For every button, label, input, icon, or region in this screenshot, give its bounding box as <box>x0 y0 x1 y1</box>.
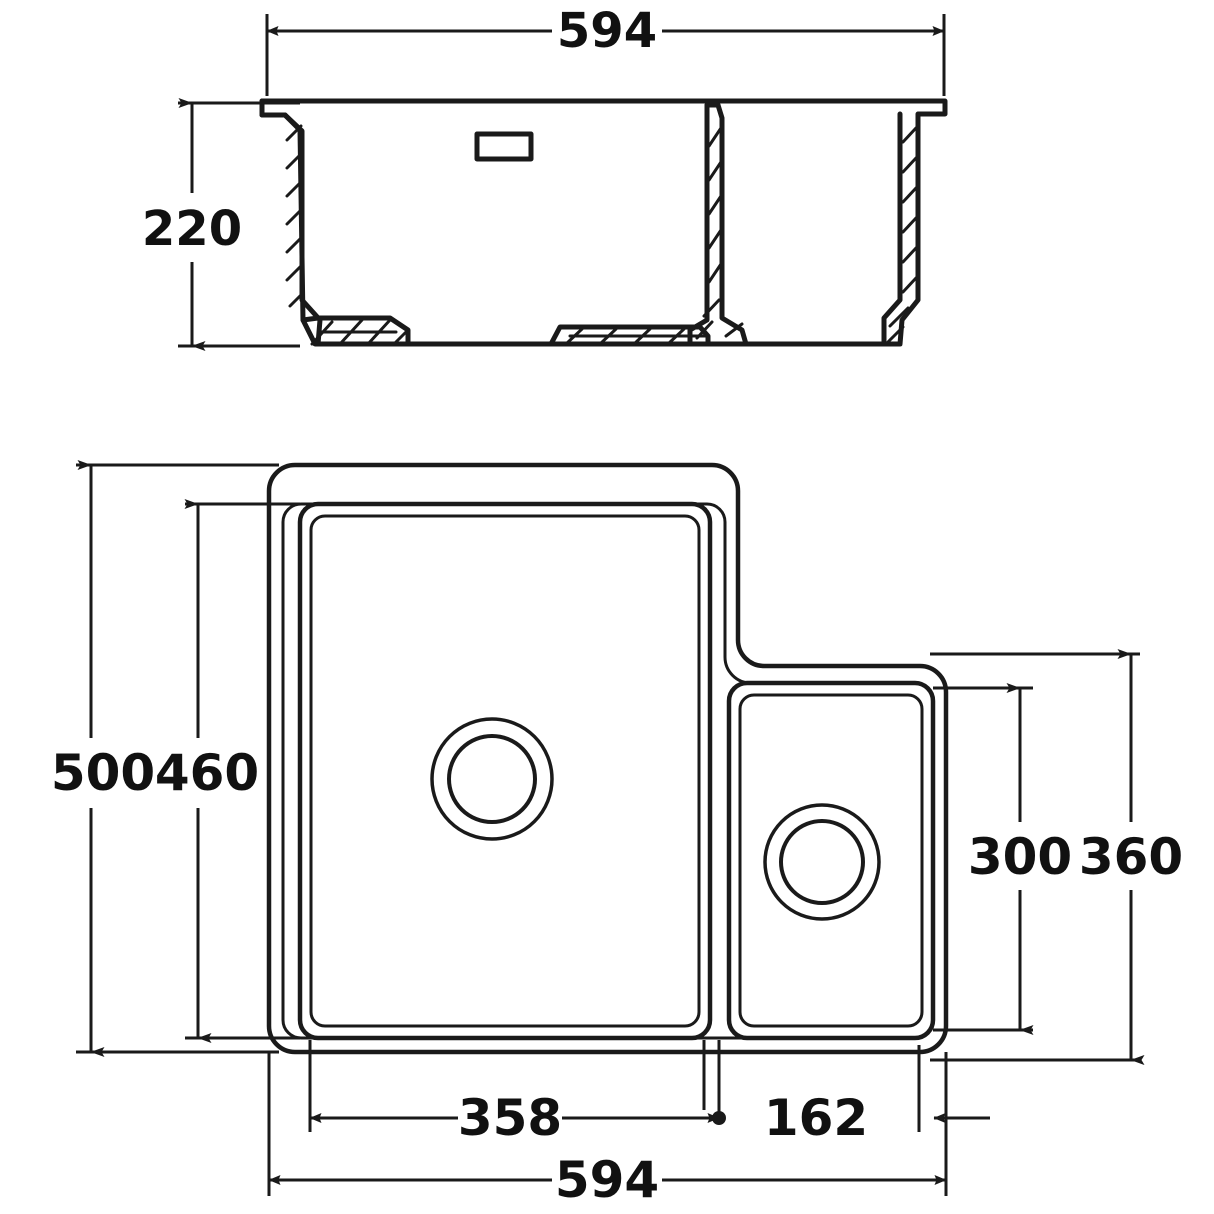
dim-label-plan-overall-width: 594 <box>555 1151 659 1209</box>
dim-plan-small-bowl-height <box>933 683 1034 1035</box>
section-left-wall-inner <box>282 112 323 347</box>
section-hatch-base-center <box>564 327 708 346</box>
dim-plan-small-outer-height <box>930 649 1145 1065</box>
section-hatch-base-left <box>310 318 408 346</box>
dim-label-plan-overall-height: 500 <box>51 744 155 802</box>
section-hatch-divider <box>695 126 744 340</box>
dim-label-section-height: 220 <box>142 201 242 257</box>
plan-small-bowl-outer <box>726 680 936 1041</box>
dim-label-section-width: 594 <box>557 3 657 59</box>
dim-plan-large-bowl-width <box>308 1040 726 1132</box>
plan-large-bowl-outer <box>297 501 713 1041</box>
dim-label-plan-large-bowl-width: 358 <box>458 1089 562 1147</box>
section-hatch-left-wall <box>285 124 305 308</box>
dim-point-marker-358 <box>712 1111 726 1125</box>
plan-outer-outline <box>266 462 949 1055</box>
plan-view <box>266 462 949 1055</box>
plan-large-bowl-inner <box>309 514 701 1028</box>
section-base-left <box>300 315 411 347</box>
section-right-wall-inner <box>881 111 903 347</box>
dim-plan-overall-width <box>267 1052 948 1196</box>
plan-inner-rim-outline <box>281 502 935 1040</box>
plan-small-bowl-waste-inner <box>779 819 865 905</box>
dim-plan-overall-height <box>76 460 279 1057</box>
dim-label-plan-small-outer-height: 360 <box>1079 828 1183 886</box>
dim-section-height <box>178 98 300 351</box>
dim-plan-bowl-height <box>184 499 300 1043</box>
section-overflow-slot <box>474 131 534 162</box>
cross-section-view <box>259 98 948 347</box>
section-outer-profile <box>259 98 948 347</box>
section-divider-wall-right <box>715 102 749 347</box>
dim-label-plan-bowl-height: 460 <box>155 744 259 802</box>
section-divider-wall <box>687 102 710 347</box>
plan-large-bowl-waste-outer <box>430 717 554 841</box>
plan-small-bowl-waste-outer <box>763 803 881 921</box>
dim-label-plan-small-bowl-width: 162 <box>764 1089 868 1147</box>
plan-large-bowl-waste-inner <box>447 734 537 824</box>
section-hatch-right-wall <box>886 126 918 344</box>
plan-small-bowl-inner <box>738 693 924 1028</box>
dim-section-width <box>265 14 946 96</box>
dim-plan-small-bowl-width <box>702 1040 990 1132</box>
dim-label-plan-small-bowl-height: 300 <box>968 828 1072 886</box>
